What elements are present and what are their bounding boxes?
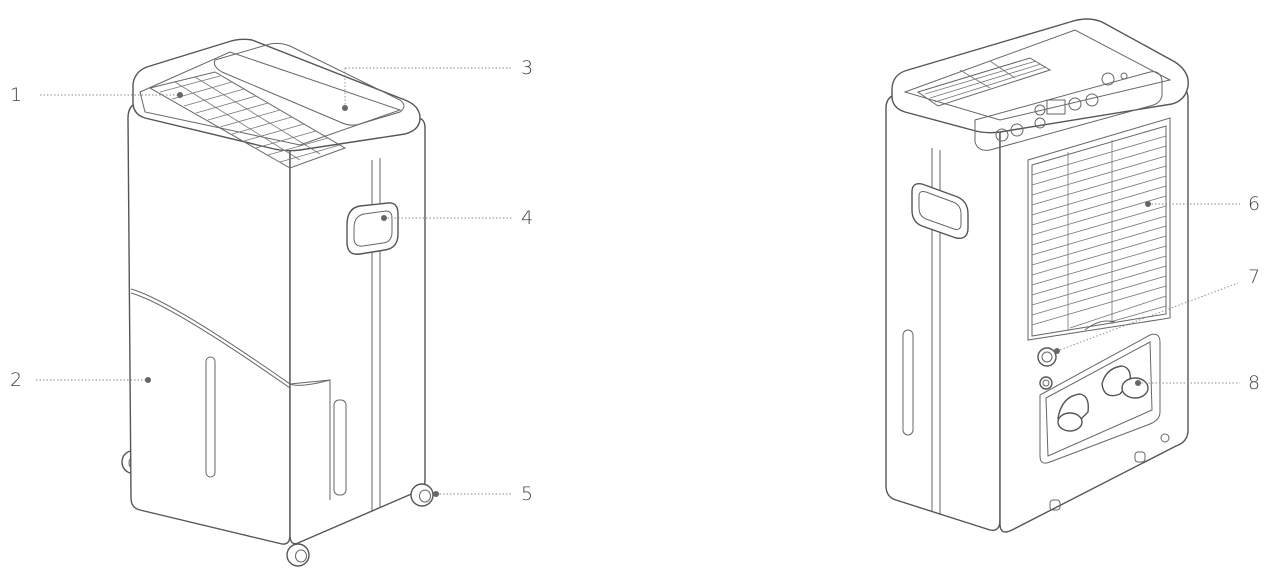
control-panel-cover — [213, 42, 405, 126]
callout-6: 6 — [1145, 193, 1260, 215]
callout-5: 5 — [433, 483, 533, 505]
tank-seam — [130, 288, 331, 386]
callout-label-3: 3 — [521, 57, 533, 79]
callout-label-1: 1 — [10, 84, 22, 106]
drain-outlet — [1037, 347, 1057, 390]
rear-top-grille — [916, 57, 1052, 107]
callout-label-7: 7 — [1248, 266, 1260, 288]
front-view-wheel-bottom — [286, 543, 310, 567]
front-body-right-face — [289, 117, 426, 545]
carry-handle-rear — [911, 182, 969, 239]
rear-control-panel — [974, 71, 1163, 151]
front-view-wheel-right — [410, 483, 434, 507]
callout-label-6: 6 — [1248, 193, 1260, 215]
callout-label-8: 8 — [1248, 372, 1260, 394]
rear-top-lid — [891, 18, 1189, 134]
callout-label-4: 4 — [521, 207, 533, 229]
callout-8: 8 — [1135, 372, 1260, 394]
top-air-outlet-grille — [148, 71, 347, 169]
rear-air-filter — [1027, 117, 1171, 341]
front-body-left-face — [127, 101, 291, 545]
carry-handle-front — [346, 202, 399, 255]
callout-7: 7 — [1054, 266, 1260, 354]
callout-3: 3 — [342, 57, 533, 111]
callout-label-2: 2 — [10, 369, 22, 391]
callout-1: 1 — [10, 84, 183, 106]
callout-2: 2 — [10, 369, 151, 391]
rear-view — [885, 18, 1189, 533]
cord-storage-recess — [1039, 333, 1161, 464]
rear-body-left-face — [885, 93, 1001, 531]
callout-4: 4 — [381, 207, 533, 229]
front-view — [121, 38, 434, 567]
callout-label-5: 5 — [521, 483, 533, 505]
water-level-window — [205, 356, 216, 478]
